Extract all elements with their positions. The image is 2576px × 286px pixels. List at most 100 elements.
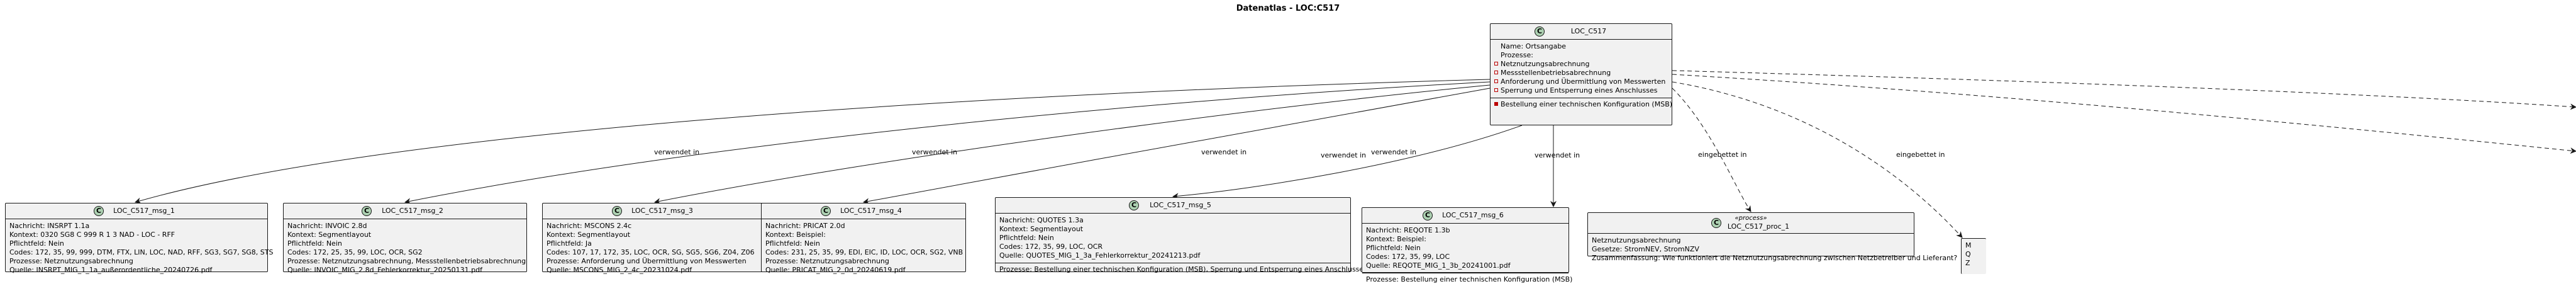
process-class-name: LOC_C517_proc_1 xyxy=(1727,222,1790,231)
class-c-icon: C xyxy=(94,206,104,216)
message-line: Pflichtfeld: Nein xyxy=(999,234,1054,242)
message-footer: Prozesse: Bestellung einer technischen K… xyxy=(1362,273,1572,286)
message-line: Kontext: 0320 SG8 C 999 R 1 3 NAD - LOC … xyxy=(9,231,175,239)
class-c-icon: C xyxy=(1535,26,1545,37)
attr-name: Name: Ortsangabe xyxy=(1501,42,1567,50)
message-class-box: C LOC_C517_msg_2 Nachricht: INVOIC 2.8d K… xyxy=(283,203,527,274)
message-class-box: C LOC_C517_msg_1 Nachricht: INSRPT 1.1a K… xyxy=(5,203,274,274)
edge-label: eingebettet in xyxy=(1896,151,1945,159)
process-item: Sperrung und Entsperrung eines Anschluss… xyxy=(1494,86,1668,95)
message-line: Kontext: Segmentlayout xyxy=(547,231,631,239)
message-line: Codes: 172, 35, 99, LOC xyxy=(1366,253,1450,261)
message-class-name: LOC_C517_msg_3 xyxy=(631,207,693,215)
message-line: Pflichtfeld: Nein xyxy=(287,239,342,248)
message-class-box: C LOC_C517_msg_6 Nachricht: REQOTE 1.3b K… xyxy=(1362,207,1572,283)
message-line: Prozesse: Netznutzungsabrechnung xyxy=(765,257,889,265)
message-line: Pflichtfeld: Ja xyxy=(547,239,592,248)
uses-edge xyxy=(654,84,1491,205)
main-class-header: C LOC_C517 xyxy=(1491,24,1672,40)
class-c-icon: C xyxy=(1129,200,1139,210)
partial-line: M xyxy=(1965,241,1972,249)
message-class-name: LOC_C517_msg_5 xyxy=(1150,201,1211,209)
open-square-icon xyxy=(1494,79,1498,83)
message-line: Quelle: MSCONS_MIG_2_4c_20231024.pdf xyxy=(547,266,692,274)
process-line: Gesetze: StromNEV, StromNZV xyxy=(1592,245,1699,253)
message-line: Codes: 172, 35, 99, 999, DTM, FTX, LIN, … xyxy=(9,248,274,256)
class-c-icon: C xyxy=(1423,210,1433,220)
process-stereotype: «process» xyxy=(1735,215,1767,222)
message-line: Pflichtfeld: Nein xyxy=(9,239,64,248)
uses-edge xyxy=(863,88,1491,205)
message-class-name: LOC_C517_msg_4 xyxy=(840,207,902,215)
uses-edge xyxy=(404,81,1491,205)
embedded-edge xyxy=(1672,88,1752,212)
partial-line: Q xyxy=(1965,250,1971,258)
class-c-icon: C xyxy=(362,206,372,216)
message-class-name: LOC_C517_msg_6 xyxy=(1442,211,1504,219)
process-item: Netznutzungsabrechnung xyxy=(1494,60,1668,69)
main-class-name: LOC_C517 xyxy=(1570,27,1607,35)
main-class-attributes: Name: Ortsangabe Prozesse: Netznutzungsa… xyxy=(1491,40,1672,98)
message-line: Prozesse: Anforderung und Übermittlung v… xyxy=(547,257,747,265)
open-square-icon xyxy=(1494,88,1498,92)
edge-label: verwendet in xyxy=(1321,151,1366,159)
message-line: Nachricht: QUOTES 1.3a xyxy=(999,216,1084,224)
message-line: Nachricht: MSCONS 2.4c xyxy=(547,222,632,230)
message-line: Quelle: INVOIC_MIG_2.8d_Fehlerkorrektur_… xyxy=(287,266,482,274)
message-line: Nachricht: PRICAT 2.0d xyxy=(765,222,845,230)
message-line: Kontext: Segmentlayout xyxy=(999,225,1084,233)
process-line: Zusammenfassung: Wie funktioniert die Ne… xyxy=(1592,254,1958,262)
partial-class-box: M Q Z xyxy=(1961,238,1986,274)
process-item: Anforderung und Übermittlung von Messwer… xyxy=(1494,77,1668,86)
class-c-icon: C xyxy=(1711,218,1721,228)
edge-label: verwendet in xyxy=(912,148,957,156)
message-line: Nachricht: INSRPT 1.1a xyxy=(9,222,90,230)
class-c-icon: C xyxy=(821,206,831,216)
message-line: Quelle: PRICAT_MIG_2_0d_20240619.pdf xyxy=(765,266,906,274)
main-class-methods: Bestellung einer technischen Konfigurati… xyxy=(1491,98,1672,111)
message-line: Kontext: Beispiel: xyxy=(1366,235,1426,243)
open-square-icon xyxy=(1494,71,1498,74)
message-line: Prozesse: Netznutzungsabrechnung, Messst… xyxy=(287,257,526,265)
diagram-title: Datenatlas - LOC:C517 xyxy=(1236,4,1340,13)
message-line: Nachricht: REQOTE 1.3b xyxy=(1366,226,1450,234)
edge-label: verwendet in xyxy=(1371,148,1416,156)
edge-label: verwendet in xyxy=(1201,148,1246,156)
message-line: Prozesse: Netznutzungsabrechnung xyxy=(9,257,133,265)
class-c-icon: C xyxy=(612,206,622,216)
dashed-edge-offscreen xyxy=(1672,74,2576,154)
message-line: Pflichtfeld: Nein xyxy=(765,239,820,248)
message-line: Quelle: INSRPT_MIG_1_1a_außerordentliche… xyxy=(9,266,213,274)
process-line: Netznutzungsabrechnung xyxy=(1592,236,1681,244)
main-class-box: C LOC_C517 Name: Ortsangabe Prozesse: Ne… xyxy=(1490,23,1672,125)
process-class-box: C «process» LOC_C517_proc_1 Netznutzungs… xyxy=(1587,212,1957,262)
uses-edge xyxy=(1172,125,1523,200)
edge-label: verwendet in xyxy=(1535,151,1580,159)
dashed-edge-offscreen xyxy=(1672,70,2576,110)
message-footer: Prozesse: Bestellung einer technischen K… xyxy=(996,263,1367,276)
message-line: Codes: 172, 35, 99, LOC, OCR xyxy=(999,243,1103,251)
message-line: Nachricht: INVOIC 2.8d xyxy=(287,222,367,230)
message-class-name: LOC_C517_msg_2 xyxy=(382,207,443,215)
message-class-name: LOC_C517_msg_1 xyxy=(113,207,175,215)
message-line: Codes: 107, 17, 172, 35, LOC, OCR, SG, S… xyxy=(547,248,755,256)
message-line: Pflichtfeld: Nein xyxy=(1366,244,1421,252)
attr-prozesse: Prozesse: xyxy=(1501,51,1533,59)
edge-layer: verwendet in verwendet in verwendet in verw… xyxy=(135,70,2576,238)
uses-edge xyxy=(135,79,1491,204)
partial-line: Z xyxy=(1965,259,1970,267)
message-class-box: C LOC_C517_msg_5 Nachricht: QUOTES 1.3a K… xyxy=(995,197,1367,273)
edge-label: verwendet in xyxy=(654,148,699,156)
message-line: Codes: 172, 25, 35, 99, LOC, OCR, SG2 xyxy=(287,248,423,256)
open-square-icon xyxy=(1494,62,1498,66)
message-line: Quelle: REQOTE_MIG_1_3b_20241001.pdf xyxy=(1366,261,1511,270)
message-class-box: C LOC_C517_msg_4 Nachricht: PRICAT 2.0d K… xyxy=(761,203,966,274)
embedded-edge xyxy=(1672,81,1963,238)
process-item: Messstellenbetriebsabrechnung xyxy=(1494,69,1668,77)
message-class-box: C LOC_C517_msg_3 Nachricht: MSCONS 2.4c K… xyxy=(542,203,767,274)
filled-square-icon xyxy=(1494,102,1498,106)
edge-label: eingebettet in xyxy=(1698,151,1747,159)
message-line: Codes: 231, 25, 35, 99, EDI, EIC, ID, LO… xyxy=(765,248,963,256)
message-line: Kontext: Segmentlayout xyxy=(287,231,372,239)
message-line: Kontext: Beispiel: xyxy=(765,231,826,239)
